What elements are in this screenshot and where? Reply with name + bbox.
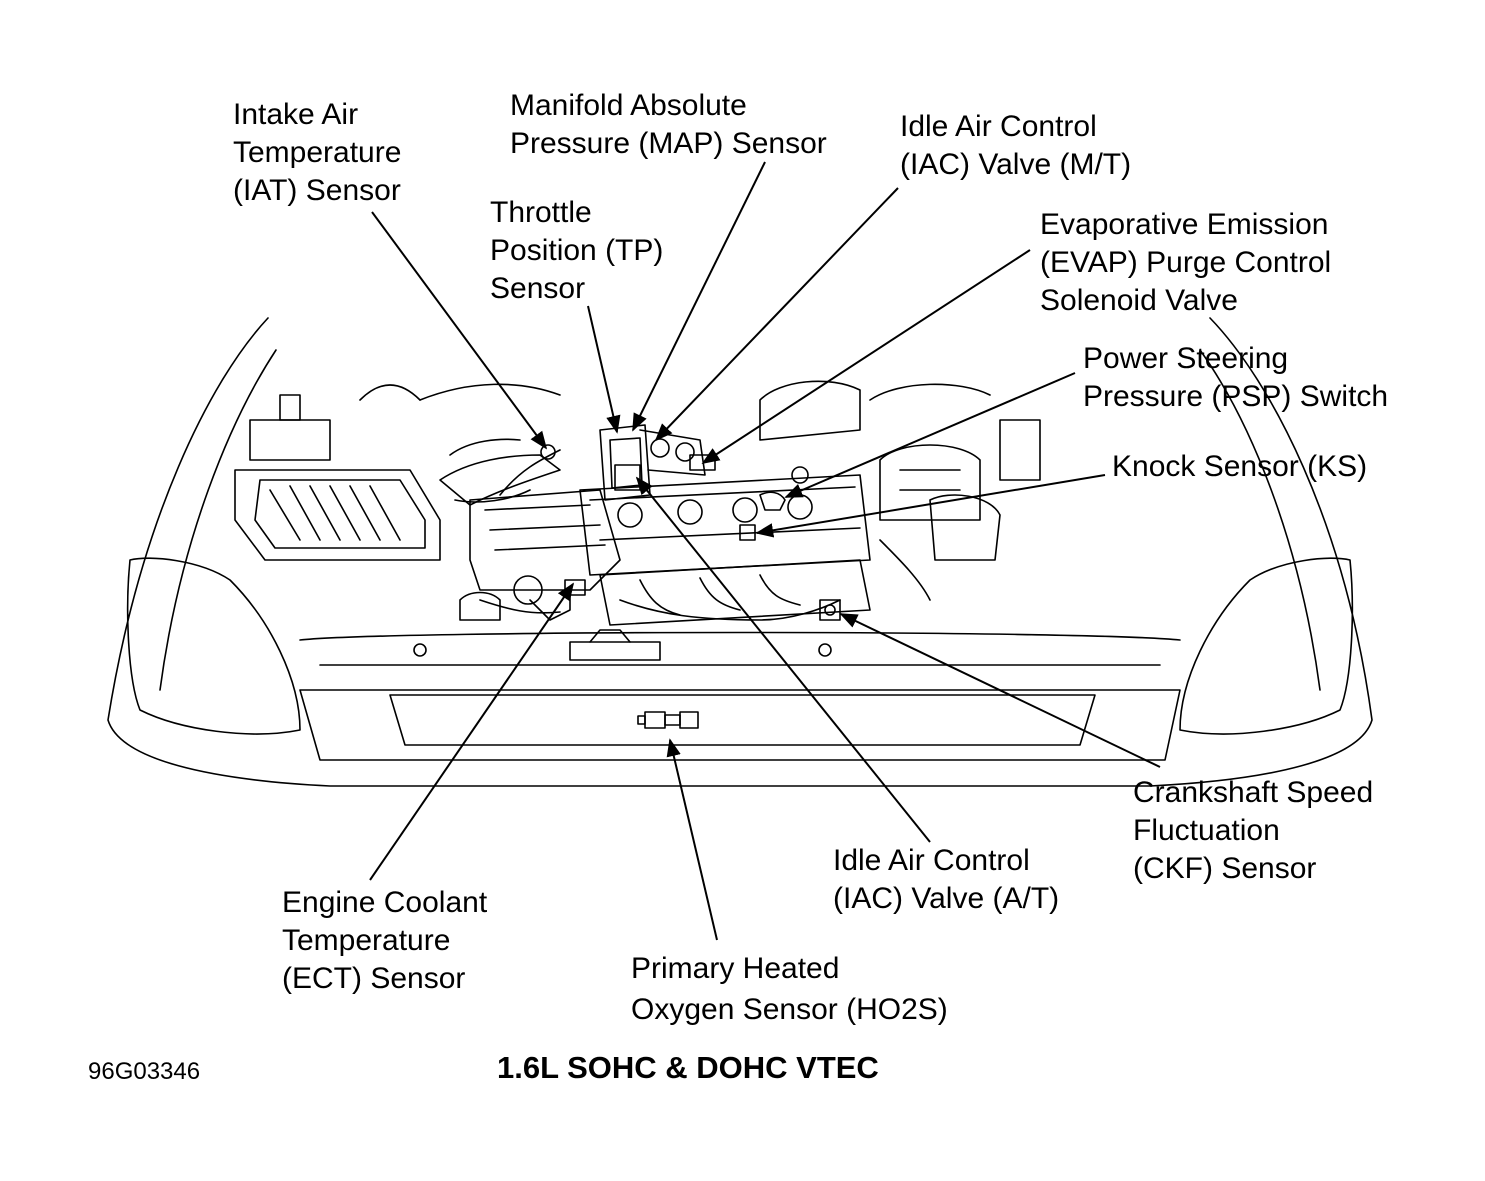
psp-leader bbox=[784, 372, 1076, 498]
inner-fender-left bbox=[159, 349, 277, 691]
figure-title: 1.6L SOHC & DOHC VTEC bbox=[497, 1050, 879, 1085]
fuse-box bbox=[249, 419, 331, 461]
intake-manifold bbox=[469, 489, 621, 591]
label-evap-valve: Evaporative Emission (EVAP) Purge Contro… bbox=[1040, 208, 1332, 317]
ect-leader bbox=[369, 582, 575, 881]
iac-at-leader bbox=[635, 476, 931, 843]
figure-id: 96G03346 bbox=[88, 1058, 201, 1085]
front-bumper bbox=[299, 689, 1181, 761]
cylinder-head bbox=[579, 474, 871, 576]
label-map-sensor: Manifold Absolute Pressure (MAP) Sensor bbox=[510, 89, 827, 160]
headlight-left bbox=[126, 557, 301, 735]
power-steering-reservoir bbox=[929, 494, 1001, 561]
label-tp-sensor: Throttle Position (TP) Sensor bbox=[490, 196, 664, 305]
air-cleaner-box bbox=[234, 469, 441, 561]
label-iac-valve-mt: Idle Air Control (IAC) Valve (M/T) bbox=[900, 110, 1132, 181]
iac-mt-leader bbox=[654, 187, 899, 442]
radiator-support bbox=[299, 631, 1181, 641]
ckf-leader bbox=[839, 613, 1161, 768]
exhaust-manifold bbox=[599, 559, 871, 626]
label-ect-sensor: Engine Coolant Temperature (ECT) Sensor bbox=[282, 886, 488, 995]
label-iac-valve-at: Idle Air Control (IAC) Valve (A/T) bbox=[833, 844, 1060, 915]
inner-fender-right bbox=[1199, 349, 1321, 691]
ho2s-leader bbox=[666, 738, 718, 941]
label-iat-sensor: Intake Air Temperature (IAT) Sensor bbox=[233, 98, 402, 207]
label-knock-sensor: Knock Sensor (KS) bbox=[1112, 450, 1368, 483]
intake-duct bbox=[439, 454, 561, 506]
tp-leader bbox=[587, 305, 621, 434]
body-outline bbox=[107, 317, 1373, 787]
headlight-right bbox=[1179, 557, 1354, 735]
map-leader bbox=[632, 161, 766, 432]
ks-leader bbox=[755, 474, 1106, 538]
label-ho2s: Primary Heated Oxygen Sensor (HO2S) bbox=[631, 952, 948, 1026]
grille bbox=[389, 694, 1096, 746]
ho2s-sensor-drawing bbox=[637, 711, 699, 729]
ect-housing bbox=[513, 575, 543, 605]
label-ckf-sensor: Crankshaft Speed Fluctuation (CKF) Senso… bbox=[1133, 776, 1374, 885]
evap-leader bbox=[701, 249, 1031, 464]
iat-leader bbox=[371, 211, 548, 450]
label-psp-switch: Power Steering Pressure (PSP) Switch bbox=[1083, 342, 1389, 413]
